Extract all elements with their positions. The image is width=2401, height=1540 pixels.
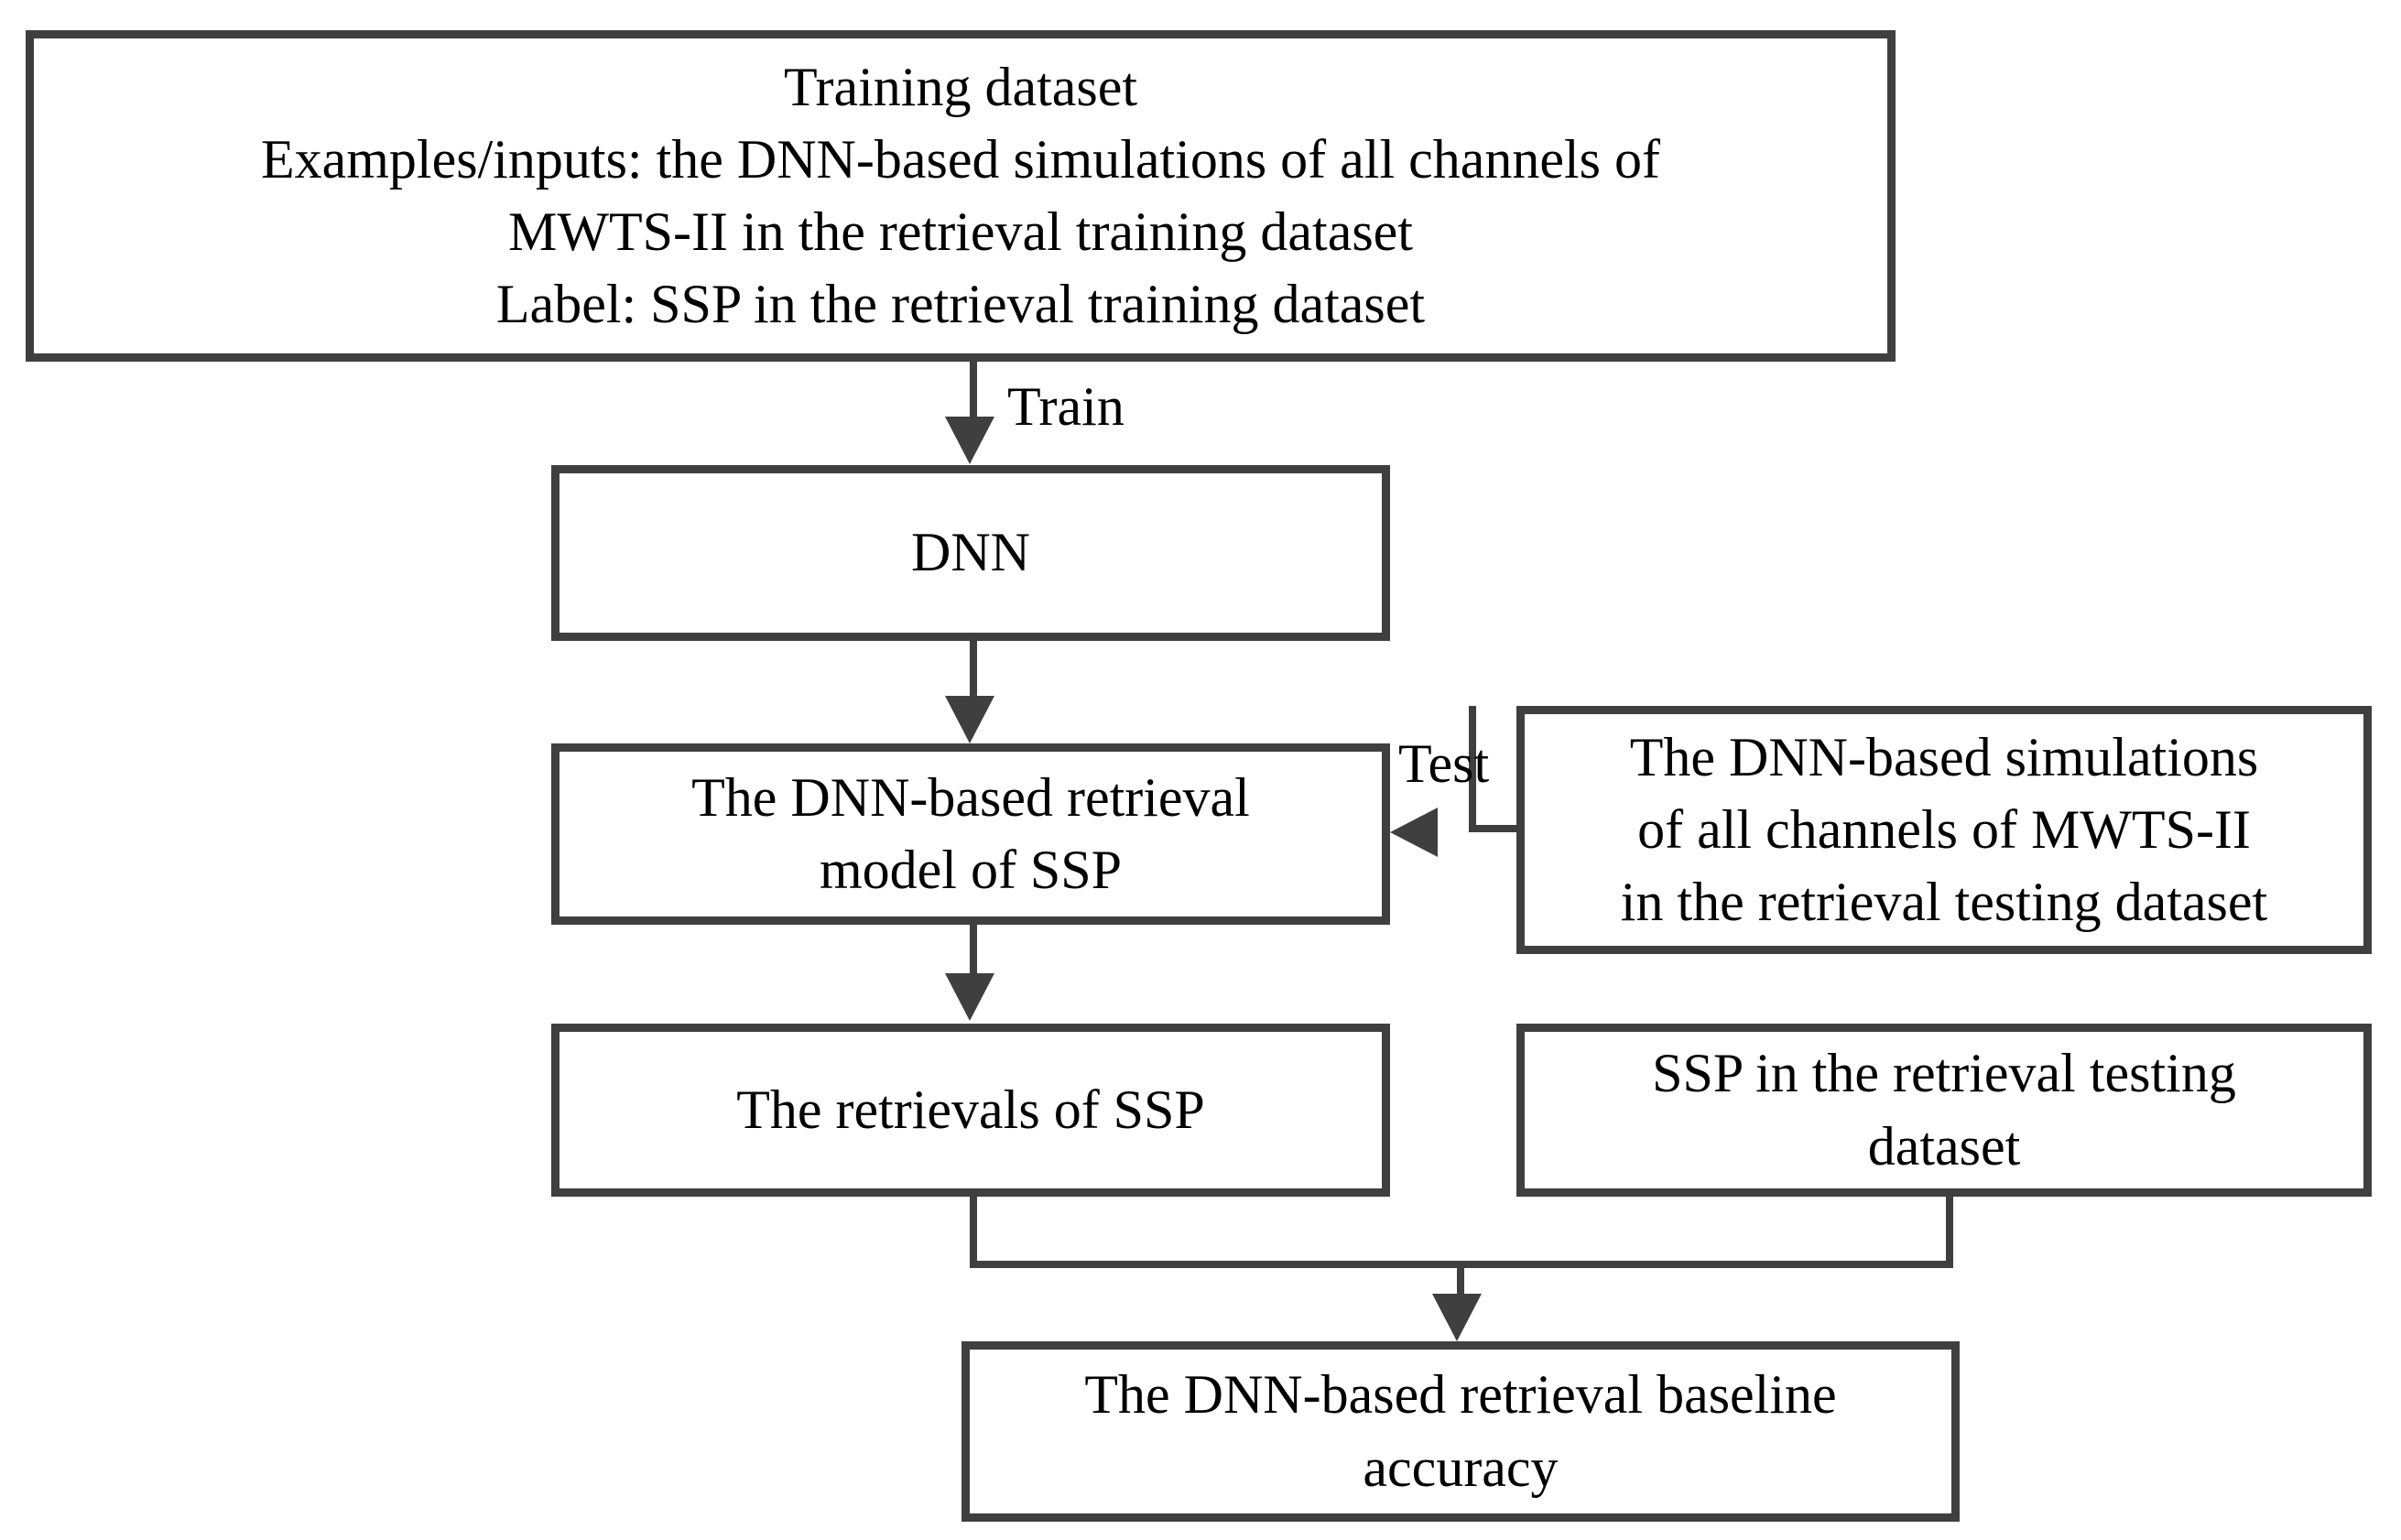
node-retrieval-model-label: The DNN-based retrieval model of SSP <box>691 766 1250 900</box>
arrow-left-icon <box>1390 808 1438 857</box>
node-dnn-label: DNN <box>911 522 1030 583</box>
node-baseline-accuracy-label: The DNN-based retrieval baseline accurac… <box>1084 1364 1837 1498</box>
arrow-down-icon <box>945 696 994 743</box>
arrow-down-icon <box>945 417 994 464</box>
edge-merge-down-line <box>1457 1261 1464 1302</box>
node-ssp-testing-label: SSP in the retrieval testing dataset <box>1652 1043 2236 1177</box>
edge-train-label: Train <box>1007 376 1124 437</box>
edge-model-to-retrievals-line <box>970 925 977 981</box>
node-retrievals: The retrievals of SSP <box>551 1024 1390 1197</box>
edge-merge-right-line <box>1946 1197 1953 1268</box>
edge-test-label: Test <box>1398 733 1490 794</box>
edge-test-vertical-line <box>1469 706 1476 832</box>
node-training-dataset-label: Training dataset Examples/inputs: the DN… <box>260 56 1661 335</box>
node-ssp-testing: SSP in the retrieval testing dataset <box>1516 1024 2372 1197</box>
edge-merge-left-line <box>970 1197 977 1268</box>
node-training-dataset: Training dataset Examples/inputs: the DN… <box>26 30 1896 362</box>
node-retrieval-model: The DNN-based retrieval model of SSP <box>551 743 1390 925</box>
edge-dnn-to-model-line <box>970 641 977 703</box>
arrow-down-icon <box>945 973 994 1021</box>
node-retrievals-label: The retrievals of SSP <box>736 1079 1205 1140</box>
node-baseline-accuracy: The DNN-based retrieval baseline accurac… <box>961 1341 1960 1522</box>
node-dnn: DNN <box>551 465 1390 641</box>
edge-train-line <box>970 362 977 428</box>
node-test-input: The DNN-based simulations of all channel… <box>1516 706 2372 954</box>
node-test-input-label: The DNN-based simulations of all channel… <box>1620 726 2268 933</box>
arrow-down-icon <box>1432 1294 1482 1341</box>
edge-test-horizontal-line <box>1469 825 1520 832</box>
